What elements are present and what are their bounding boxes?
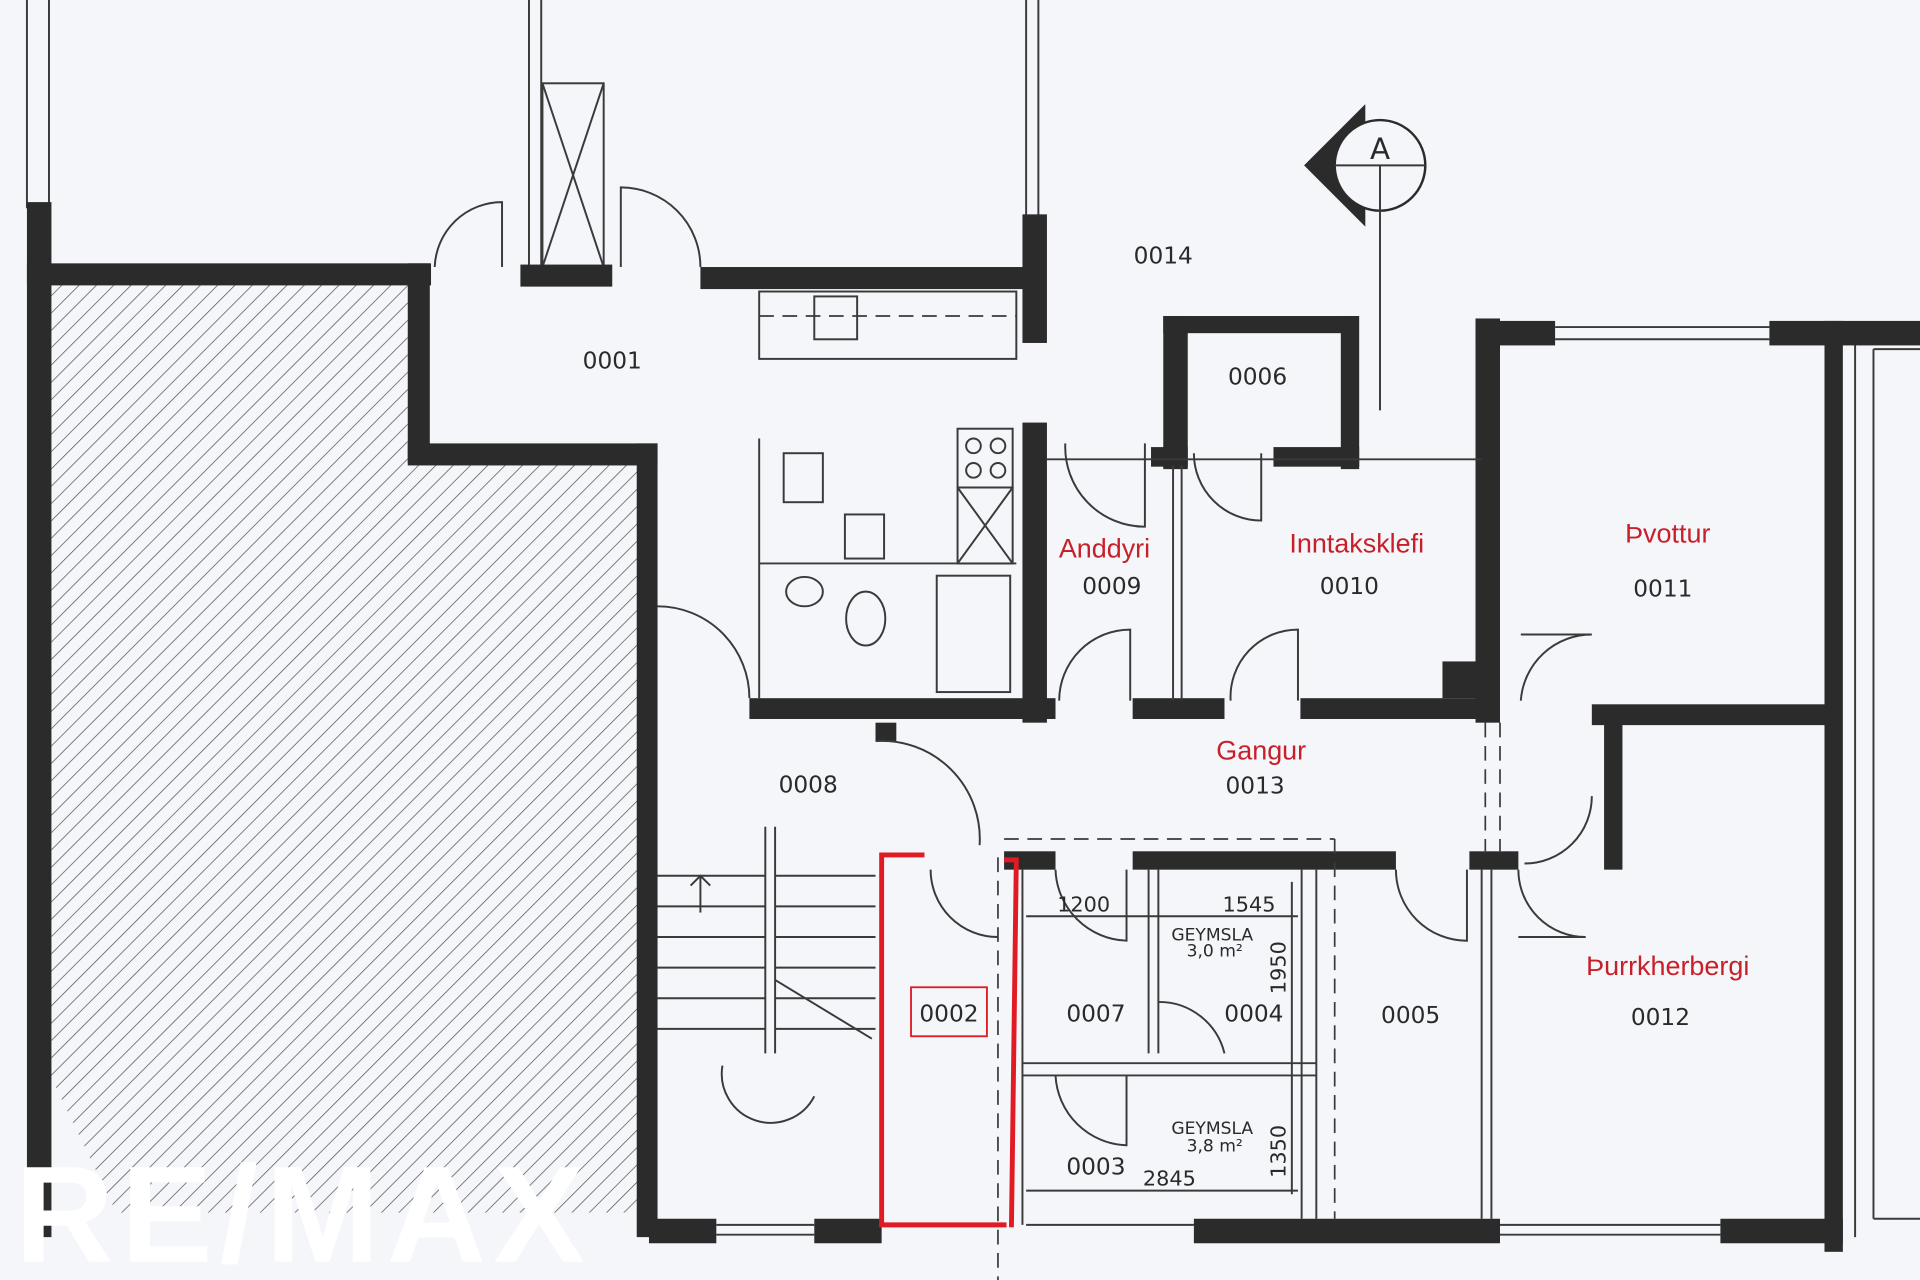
room-labels: 0014 0001 0006 Anddyri 0009 Inntaksklefi… — [583, 242, 1750, 1190]
room-0008-code: 0008 — [779, 771, 838, 798]
room-0010-name: Inntaksklefi — [1289, 528, 1424, 558]
remax-watermark: RE/MAX — [15, 1139, 592, 1280]
highlighted-unit-outline — [879, 852, 1019, 1228]
dimension-1350: 1350 — [1267, 1125, 1291, 1178]
storage-label-2: GEYMSLA — [1171, 1119, 1253, 1139]
room-0002-code: 0002 — [919, 1001, 978, 1028]
room-0010-code: 0010 — [1320, 573, 1379, 600]
room-0013-name: Gangur — [1216, 735, 1306, 765]
dimension-1545: 1545 — [1223, 892, 1276, 916]
storage-area-1: 3,0 m² — [1187, 942, 1243, 962]
room-0012-name: Þurrkherbergi — [1586, 951, 1749, 981]
room-0009-code: 0009 — [1082, 573, 1141, 600]
room-0011-name: Þvottur — [1625, 519, 1710, 549]
hatched-area — [51, 284, 640, 1213]
walls — [26, 202, 1920, 1252]
room-0005-code: 0005 — [1381, 1002, 1440, 1029]
dimension-1200: 1200 — [1057, 892, 1110, 916]
room-0004-code: 0004 — [1224, 1001, 1283, 1028]
room-0013-code: 0013 — [1226, 773, 1285, 800]
interior-lines — [433, 186, 1770, 1280]
dimension-2845: 2845 — [1143, 1167, 1196, 1191]
room-0001-code: 0001 — [583, 348, 642, 375]
room-0006-code: 0006 — [1228, 364, 1287, 391]
room-0007-code: 0007 — [1066, 1001, 1125, 1028]
dimension-1950: 1950 — [1267, 941, 1291, 994]
room-0011-code: 0011 — [1633, 576, 1692, 603]
storage-area-2: 3,8 m² — [1187, 1136, 1243, 1156]
room-0014-code: 0014 — [1134, 242, 1193, 269]
section-marker: A — [1304, 104, 1427, 411]
room-0012-code: 0012 — [1631, 1004, 1690, 1031]
room-0003-code: 0003 — [1066, 1154, 1125, 1181]
storage-label-1: GEYMSLA — [1171, 926, 1253, 946]
room-0009-name: Anddyri — [1059, 533, 1150, 563]
section-letter: A — [1370, 132, 1390, 166]
exterior-lines — [25, 0, 1920, 1238]
